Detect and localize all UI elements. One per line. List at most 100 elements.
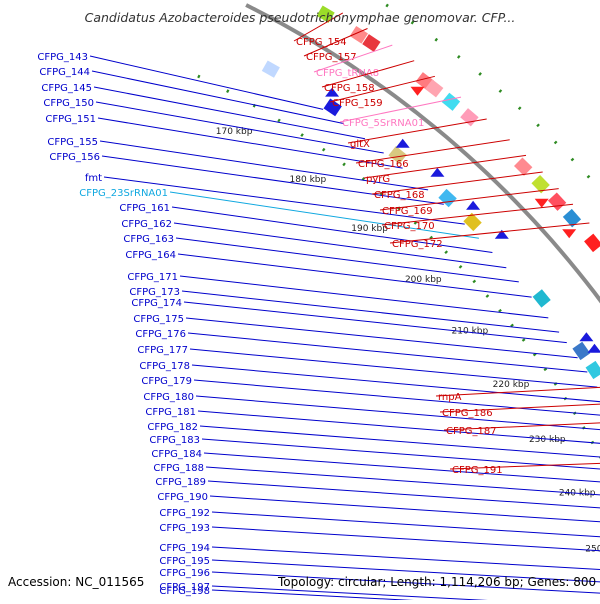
gene-block-10 <box>548 192 566 210</box>
left-gene-label-33: CFPG_196 <box>159 568 210 579</box>
left-leader-30 <box>212 527 600 556</box>
left-gene-label-9: CFPG_161 <box>119 203 170 214</box>
left-gene-label-23: CFPG_182 <box>147 422 198 433</box>
scale-label-3: 200 kbp <box>405 275 442 285</box>
left-gene-label-16: CFPG_175 <box>133 314 184 325</box>
topology-text: Topology: circular; Length: 1,114,206 bp… <box>278 575 596 589</box>
right-gene-label-15: CFPG_187 <box>446 426 497 437</box>
left-leader-29 <box>212 512 600 542</box>
left-leader-15 <box>184 302 567 343</box>
gene-block-8 <box>514 157 532 175</box>
right-gene-label-7: CFPG_166 <box>358 159 409 170</box>
scale-label-8: 250 kbp <box>585 545 600 555</box>
dot-track-outer <box>587 176 589 178</box>
left-gene-label-10: CFPG_162 <box>121 219 172 230</box>
left-gene-label-17: CFPG_176 <box>135 329 186 340</box>
strand-arrow-2 <box>430 168 444 177</box>
strand-arrow-14 <box>535 199 549 208</box>
dot-track-inner <box>511 324 513 326</box>
dot-track-inner <box>323 148 325 150</box>
right-gene-label-4: CFPG_159 <box>332 98 383 109</box>
dot-track-outer <box>386 4 388 7</box>
gene-block-19 <box>438 189 456 207</box>
right-gene-label-13: rnpA <box>438 392 462 403</box>
strand-arrow-5 <box>579 332 593 341</box>
left-gene-label-28: CFPG_190 <box>157 492 208 503</box>
dot-track-inner <box>198 75 199 78</box>
left-leader-19 <box>192 365 600 402</box>
dot-track-inner <box>544 368 546 370</box>
dot-track-inner <box>227 90 228 93</box>
dot-track-outer <box>435 39 437 41</box>
gene-block-6 <box>442 93 460 111</box>
dot-track-inner <box>278 119 280 122</box>
dot-track-outer <box>519 107 521 109</box>
left-gene-label-7: fmt <box>85 173 102 184</box>
strand-arrow-15 <box>562 229 576 238</box>
left-gene-label-21: CFPG_180 <box>143 392 194 403</box>
right-gene-label-6: gltX <box>350 139 370 150</box>
left-leader-9 <box>172 207 492 253</box>
dot-track-inner <box>445 251 447 253</box>
scale-label-5: 220 kbp <box>493 380 530 390</box>
strand-arrow-6 <box>588 344 600 353</box>
left-gene-label-8: CFPG_23SrRNA01 <box>79 188 168 199</box>
dot-track-outer <box>537 124 539 126</box>
dot-track-outer <box>499 90 501 92</box>
left-gene-label-6: CFPG_156 <box>49 152 100 163</box>
dot-track-inner <box>486 295 488 297</box>
left-leader-3 <box>96 102 384 153</box>
left-leader-21 <box>196 396 600 432</box>
dot-track-inner <box>499 310 501 312</box>
left-gene-label-30: CFPG_193 <box>159 523 210 534</box>
dot-track-inner <box>459 266 461 268</box>
dot-track-outer <box>458 56 460 58</box>
dot-track-outer <box>479 73 481 75</box>
strand-arrow-1 <box>396 139 410 148</box>
right-gene-label-14: CFPG_186 <box>442 408 493 419</box>
left-gene-label-25: CFPG_184 <box>151 449 202 460</box>
dot-track-inner <box>534 354 536 356</box>
left-gene-label-5: CFPG_155 <box>47 137 98 148</box>
gene-block-16 <box>262 60 280 77</box>
left-gene-label-18: CFPG_177 <box>137 345 188 356</box>
right-gene-label-10: CFPG_169 <box>382 206 433 217</box>
left-gene-label-24: CFPG_183 <box>149 435 200 446</box>
dot-track-inner <box>522 339 524 341</box>
left-gene-label-20: CFPG_179 <box>141 376 192 387</box>
left-gene-label-15: CFPG_174 <box>131 298 182 309</box>
left-gene-label-27: CFPG_189 <box>155 477 206 488</box>
accession-text: Accession: NC_011565 <box>8 575 144 589</box>
dot-track-inner <box>301 134 303 137</box>
left-leader-20 <box>194 380 600 417</box>
dot-track-outer <box>571 159 573 161</box>
left-gene-label-11: CFPG_163 <box>123 234 174 245</box>
left-gene-label-12: CFPG_164 <box>125 250 176 261</box>
right-gene-label-1: CFPG_157 <box>306 52 357 63</box>
left-gene-label-4: CFPG_151 <box>45 114 96 125</box>
left-gene-label-31: CFPG_194 <box>159 543 210 554</box>
left-gene-label-1: CFPG_144 <box>39 67 90 78</box>
left-gene-label-29: CFPG_192 <box>159 508 210 519</box>
right-gene-label-5: CFPG_5SrRNA01 <box>342 118 424 129</box>
left-leader-0 <box>90 56 323 109</box>
strand-arrow-3 <box>466 201 480 210</box>
left-gene-label-32: CFPG_195 <box>159 556 210 567</box>
left-leader-10 <box>174 223 506 268</box>
left-gene-label-14: CFPG_173 <box>129 287 180 298</box>
strand-arrow-13 <box>411 87 425 96</box>
left-gene-label-35: CFPG_198 <box>159 586 210 597</box>
right-gene-label-12: CFPG_172 <box>392 239 443 250</box>
left-gene-label-13: CFPG_171 <box>127 272 178 283</box>
right-gene-label-11: CFPG_170 <box>384 221 435 232</box>
gene-block-21 <box>533 289 551 307</box>
right-gene-label-9: CFPG_168 <box>374 190 425 201</box>
right-gene-label-0: CFPG_154 <box>296 37 347 48</box>
left-leader-35 <box>212 590 600 600</box>
left-gene-label-3: CFPG_150 <box>43 98 94 109</box>
left-gene-label-22: CFPG_181 <box>145 407 196 418</box>
left-leader-14 <box>182 291 559 332</box>
scale-label-2: 190 kbp <box>351 224 388 234</box>
